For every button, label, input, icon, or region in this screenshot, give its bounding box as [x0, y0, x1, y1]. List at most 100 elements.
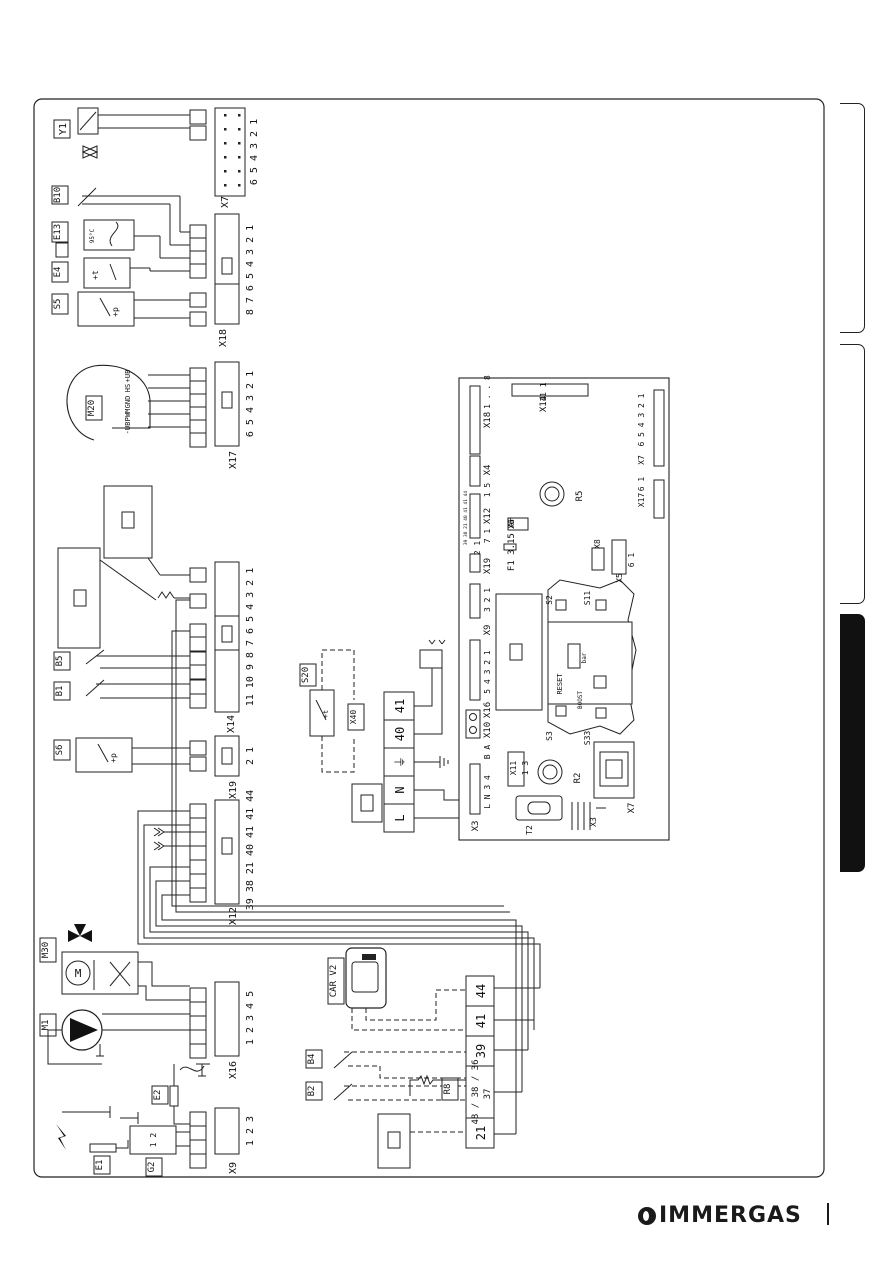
s5-label: S5 [53, 299, 63, 310]
e4-label: E4 [53, 267, 63, 278]
bterm-41: 41 [474, 1014, 488, 1028]
s6-label: S6 [55, 745, 65, 756]
board-x18-pins: 1 . . 8 [483, 375, 492, 409]
x9-label: X9 [228, 1162, 239, 1174]
terminal-41: 41 [393, 699, 407, 713]
board-r2: F1 3.15 AF [507, 517, 517, 571]
bterm-21: 21 [474, 1126, 488, 1140]
board-layout: X14 11 1 X18 1 . . 8 X4 1 5 X12 7 1 39 3… [458, 375, 670, 841]
e13-rating: 95°C [89, 228, 96, 243]
x19-connector: 2 1 X19 [189, 735, 256, 799]
btn-s2: S2 [545, 595, 554, 605]
s5-pressure-switch: S5 +p [51, 291, 190, 327]
display-boost: BOOST [577, 691, 584, 709]
board-f1: T2 [525, 825, 534, 835]
b4-sensor: B4 [305, 1049, 466, 1079]
board-x10-pins: B A [483, 745, 492, 760]
board-r6: R5 [575, 491, 585, 502]
board-x12-pins: 7 1 [483, 529, 492, 544]
x14-label: X14 [226, 715, 237, 733]
fan-pin-gnd: GND [124, 396, 132, 409]
m1-label: M1 [41, 1020, 51, 1031]
chapter-tab-1[interactable] [840, 103, 865, 333]
fan-pin-hs: HS [124, 384, 132, 392]
board-x19-pins: 2 1 [473, 541, 482, 556]
e4-thermostat: E4 +t [51, 257, 190, 289]
b5-sensor: B5 [53, 649, 190, 671]
board-x16: X16 [483, 702, 493, 718]
board-x4-pins: 1 5 [483, 483, 492, 498]
s6-pressure-switch: S6 +p [53, 737, 190, 773]
e1-igniter: E1 [56, 1106, 139, 1175]
e2-electrode: E2 [151, 1063, 210, 1125]
board-x16-pins: 5 4 3 2 1 [483, 650, 492, 694]
board-x5-pins: 6 1 [627, 553, 636, 568]
brand-name: IMMERGAS [659, 1203, 802, 1228]
r8-resistor: R8 [409, 1074, 466, 1101]
m20-label: M20 [87, 400, 97, 416]
bottom-terminal-block: 44 41 39 48 / 38 / 36 37 21 [465, 975, 540, 1149]
e13-label: E13 [53, 224, 63, 240]
g2-pins: 1 2 [149, 1133, 158, 1148]
car-v2-remote: CAR V2 [327, 947, 466, 1031]
board-x9-pins: 3 2 1 [483, 588, 492, 612]
x12-connector: 39 38 21 40 41 41 44 X12 [153, 790, 256, 925]
chapter-tab-3[interactable] [840, 614, 865, 872]
car-v2-label: CAR V2 [329, 965, 339, 998]
btn-s3: S3 [545, 731, 554, 741]
outdoor-probe [377, 1113, 466, 1169]
s6-symbol: +p [109, 753, 118, 763]
board-x3: X3 [471, 821, 481, 832]
brand-mark-icon [638, 1206, 656, 1225]
board-x5: X5 [615, 573, 624, 583]
fan-pin-pwm: PWM [124, 409, 132, 422]
board-x3-inner: X3 [589, 817, 598, 827]
m1-pump: M1 [39, 1009, 190, 1065]
board-x19: X19 [483, 558, 493, 574]
x9-connector: 1 2 3 X9 [189, 1107, 256, 1174]
x17-label: X17 [228, 451, 239, 469]
x40-label: X40 [349, 710, 358, 725]
b10-sensor: B10 [51, 185, 190, 246]
x18-pins: 8 7 6 5 4 3 2 1 [245, 225, 256, 315]
board-x17: X17 [637, 493, 646, 508]
svg-text:M: M [75, 967, 82, 980]
x12-pins: 39 38 21 40 41 41 44 [245, 790, 256, 910]
board-x17-pins: 6 1 [637, 477, 646, 492]
y1-valve: Y1 [53, 107, 190, 159]
chapter-tab-2[interactable] [840, 344, 865, 604]
display-bar: bar [581, 652, 588, 663]
e13-thermostat: E13 95°C [51, 219, 190, 259]
s20-thermostat: S20 +t X40 [299, 649, 365, 773]
chapter-tabs [838, 0, 893, 1263]
b1-label: B1 [55, 686, 65, 697]
x18-label: X18 [218, 329, 229, 347]
board-x14-pins: 11 1 [539, 382, 548, 401]
x14-pins: 11 10 9 8 7 6 5 4 3 2 1 [245, 568, 256, 706]
s5-symbol: +p [111, 307, 120, 317]
terminal-n: N [393, 786, 407, 793]
x19-label: X19 [228, 781, 239, 799]
r8-label: R8 [443, 1084, 453, 1095]
b10-label: B10 [53, 187, 63, 203]
b2-sensor: B2 [305, 1081, 466, 1101]
btn-s33: S33 [583, 731, 592, 746]
x16-label: X16 [228, 1061, 239, 1079]
footer-divider [827, 1203, 829, 1225]
g2-ignition-unit: G2 1 2 [129, 1125, 190, 1177]
board-x12-small: 39 38 21 40 41 41 44 [463, 491, 469, 545]
y1-label: Y1 [58, 123, 69, 135]
fan-pin-ub-plus: +UB [124, 370, 132, 383]
terminal-l: L [393, 814, 407, 821]
x18-connector: 8 7 6 5 4 3 2 1 X18 [189, 213, 256, 347]
e2-label: E2 [153, 1090, 163, 1101]
board-x14: X14 [539, 396, 549, 412]
mains-terminal-block: 41 40 ⏚ N L [351, 639, 470, 833]
board-x3-pins: L N 3 4 [483, 775, 492, 809]
x17-connector: 6 5 4 3 2 1 X17 [189, 361, 256, 469]
s20-symbol: +t [322, 710, 330, 718]
board-x10: X10 [483, 722, 493, 738]
board-x6: X6 [507, 519, 516, 529]
x12-label: X12 [228, 907, 239, 925]
x17-pins: 6 5 4 3 2 1 [245, 371, 256, 437]
